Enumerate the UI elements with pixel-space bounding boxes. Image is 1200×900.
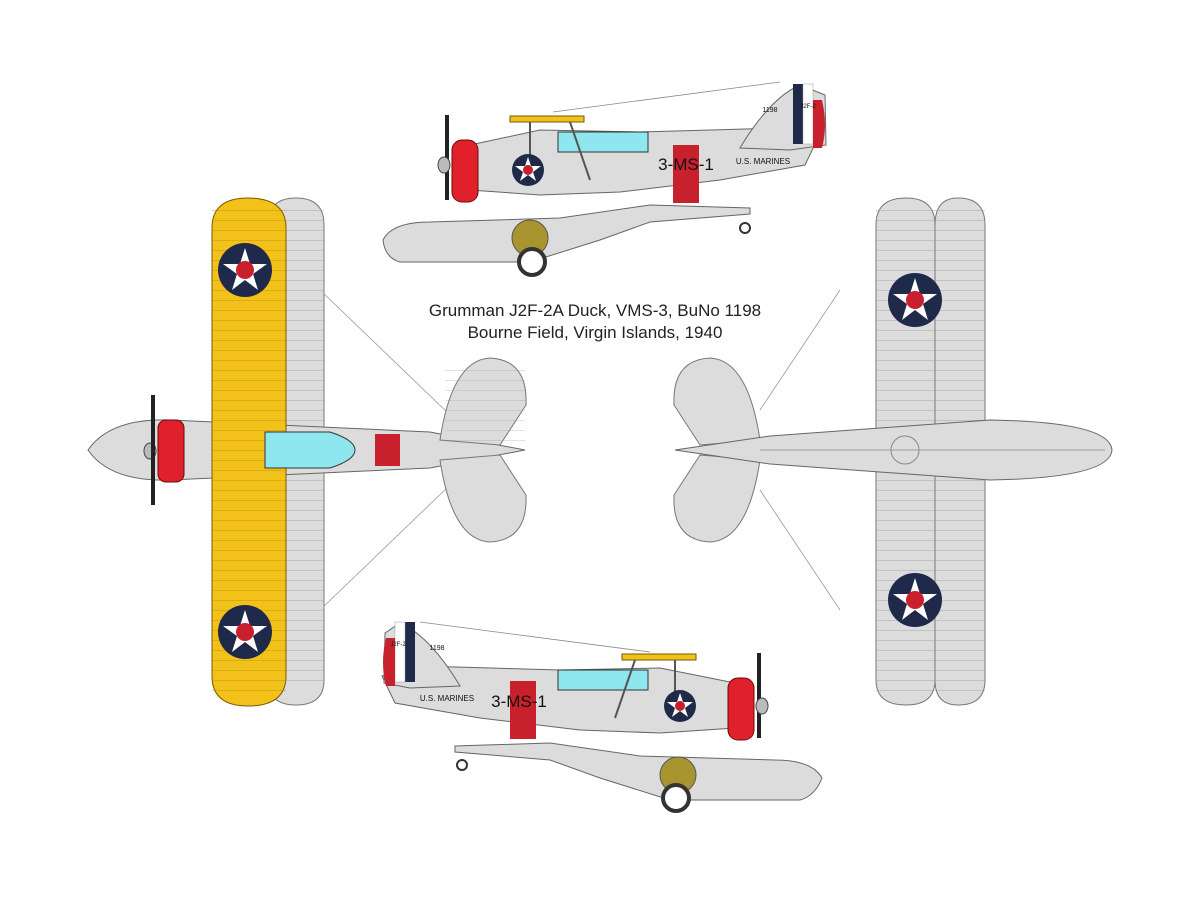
float-profile-top (382, 204, 751, 263)
insignia-fuselage-bottom-profile (664, 690, 696, 722)
buno-marking-top: 1198 (762, 107, 777, 114)
insignia-upper-wing-right (218, 605, 272, 659)
fuselage-profile-top (469, 127, 819, 196)
bottom-view (673, 197, 1113, 706)
buno-marking-bottom: 1198 (429, 645, 444, 652)
insignia-lower-wing-bottom (888, 573, 942, 627)
top-view (87, 197, 527, 707)
squadron-code-bottom: 3-MS-1 (491, 692, 547, 711)
fuselage-band-top (375, 434, 400, 466)
type-marking-top: J2F-2 (800, 104, 816, 110)
insignia-upper-wing-left (218, 243, 272, 297)
caption: Grumman J2F-2A Duck, VMS-3, BuNo 1198 Bo… (395, 300, 795, 344)
float-profile-bottom (454, 742, 823, 801)
cowling-top-view (157, 419, 185, 483)
type-marking-bottom: J2F-2 (390, 642, 406, 648)
caption-line-2: Bourne Field, Virgin Islands, 1940 (467, 323, 723, 342)
side-view-right-profile: 3-MS-1 U.S. MARINES 1198 J2F-2 (381, 621, 823, 813)
canopy-top-view (264, 431, 356, 469)
service-marking-bottom: U.S. MARINES (420, 694, 474, 703)
caption-line-1: Grumman J2F-2A Duck, VMS-3, BuNo 1198 (428, 301, 762, 320)
insignia-fuselage-top-profile (512, 154, 544, 186)
squadron-code-top: 3-MS-1 (658, 155, 714, 174)
service-marking-top: U.S. MARINES (736, 157, 790, 166)
side-view-left-profile: 3-MS-1 U.S. MARINES 1198 J2F-2 (382, 81, 827, 277)
insignia-lower-wing-top (888, 273, 942, 327)
